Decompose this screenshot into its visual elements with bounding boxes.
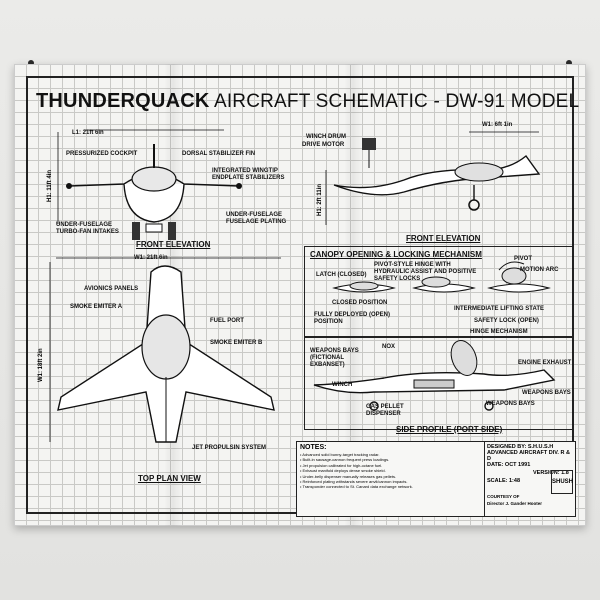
label-turbofan-intakes: UNDER-FUSELAGE TURBO-FAN INTAKES xyxy=(56,222,119,235)
label-avionics: AVIONICS PANELS xyxy=(84,286,139,292)
front-elevation-heading: FRONT ELEVATION xyxy=(136,240,211,249)
side-profile-heading: SIDE PROFILE (PORT SIDE) xyxy=(396,425,503,434)
date-field: DATE: OCT 1991 xyxy=(487,462,531,468)
dim-height-label-2: H1: 2ft 11in xyxy=(317,183,323,216)
canopy-panel xyxy=(304,246,574,338)
label-pivot-hinge: PIVOT-STYLE HINGE WITH HYDRAULIC ASSIST … xyxy=(374,262,477,282)
label-dorsal-fin: DORSAL STABILIZER FIN xyxy=(182,151,256,157)
director-name: Director J. Gander Hooter xyxy=(487,501,543,506)
title-block: DESIGNED BY: S.H.U.S.H ADVANCED AIRCRAFT… xyxy=(484,441,576,517)
label-pivot: PIVOT xyxy=(514,256,533,262)
front-elevation-heading-2: FRONT ELEVATION xyxy=(406,234,481,243)
note-item: Transponder connected to St. Canard data… xyxy=(300,484,485,489)
note-item: Under-belly dispenser manually releases … xyxy=(300,474,485,479)
label-winch: WINCH xyxy=(332,382,353,388)
label-smoke-b: SMOKE EMITER B xyxy=(210,340,263,346)
label-closed-position: CLOSED POSITION xyxy=(332,300,388,306)
label-gas-pellet: GAS PELLET DISPENSER xyxy=(366,404,404,417)
note-item: Jet propulsion calibrated for high-octan… xyxy=(300,463,485,468)
dim-top-width: W1: 21ft 6in xyxy=(134,255,168,261)
label-jet-propulsion: JET PROPULSIN SYSTEM xyxy=(192,445,267,451)
notes-heading: NOTES: xyxy=(300,444,327,451)
dim-width-label: W1: 6ft 1in xyxy=(482,122,513,128)
canopy-heading: CANOPY OPENING & LOCKING MECHANISM xyxy=(310,250,482,259)
designed-by: DESIGNED BY: S.H.U.S.H ADVANCED AIRCRAFT… xyxy=(487,444,570,462)
label-engine-exhaust: ENGINE EXHAUST xyxy=(518,360,572,366)
label-smoke-a: SMOKE EMITER A xyxy=(70,304,123,310)
top-plan-drawing xyxy=(49,257,281,443)
dim-height-label: H1: 11ft 4in xyxy=(47,169,53,202)
label-weapons-bays-fictional: WEAPONS BAYS (FICTIONAL EXBANSET) xyxy=(310,348,359,368)
front-view-drawing xyxy=(57,129,242,240)
version-field: VERSION: 1.8 xyxy=(533,470,569,476)
label-drive-motor: DRIVE MOTOR xyxy=(302,142,345,148)
label-fuselage-plating: UNDER-FUSELAGE FUSELAGE PLATING xyxy=(226,212,287,225)
label-wingtip-stabilizers: INTEGRATED WINGTIP ENDPLATE STABILIZERS xyxy=(212,168,285,181)
label-nox: NOX xyxy=(382,344,396,350)
approval-label: COURTESY OF xyxy=(487,494,520,499)
notes-box: NOTES: Advanced solid bunny-target track… xyxy=(296,441,486,517)
schematic-tapestry: THUNDERQUACK AIRCRAFT SCHEMATIC - DW-91 … xyxy=(14,64,586,526)
note-item: Advanced solid bunny-target tracking rad… xyxy=(300,452,485,457)
side-profile-panel xyxy=(304,336,574,430)
schematic-title: THUNDERQUACK AIRCRAFT SCHEMATIC - DW-91 … xyxy=(36,90,580,112)
fabric-fold xyxy=(344,64,362,526)
label-fully-deployed: FULLY DEPLOYED (OPEN) POSITION xyxy=(314,312,391,325)
canopy-drawings xyxy=(332,261,551,293)
label-intermediate: INTERMEDIATE LIFTING STATE xyxy=(454,306,544,312)
label-weapons-bays-b: WEAPONS BAYS xyxy=(486,401,535,407)
label-fuel-port: FUEL PORT xyxy=(210,318,244,324)
scale-field: SCALE: 1:48 xyxy=(487,478,521,484)
label-winch-drum: WINCH DRUM xyxy=(306,134,346,140)
label-safety-lock: SAFETY LOCK (OPEN) xyxy=(474,318,539,324)
label-motion-arc: MOTION ARC xyxy=(520,267,559,273)
side-view-drawing xyxy=(325,131,541,225)
label-cockpit: PRESSURIZED COCKPIT xyxy=(66,151,138,157)
label-latch-closed: LATCH (CLOSED) xyxy=(316,272,367,278)
shush-logo: SHUSH xyxy=(551,470,573,494)
note-item: Reinforced plating withstands severe anv… xyxy=(300,479,485,484)
left-hanging-pin xyxy=(28,60,34,66)
dim-length-label: L1: 21ft 6in xyxy=(72,130,104,136)
dim-top-height: W1: 18ft 2in xyxy=(38,348,44,382)
right-hanging-pin xyxy=(566,60,572,66)
note-item: Exhaust manifold deploys dense smoke shi… xyxy=(300,468,485,473)
side-profile-drawing xyxy=(313,340,556,411)
top-plan-heading: TOP PLAN VIEW xyxy=(138,474,201,483)
label-weapons-bays-a: WEAPONS BAYS xyxy=(522,390,571,396)
note-item: Built-in sausage-cannon frequent press l… xyxy=(300,457,485,462)
label-hinge-mechanism: HINGE MECHANISM xyxy=(470,329,528,335)
